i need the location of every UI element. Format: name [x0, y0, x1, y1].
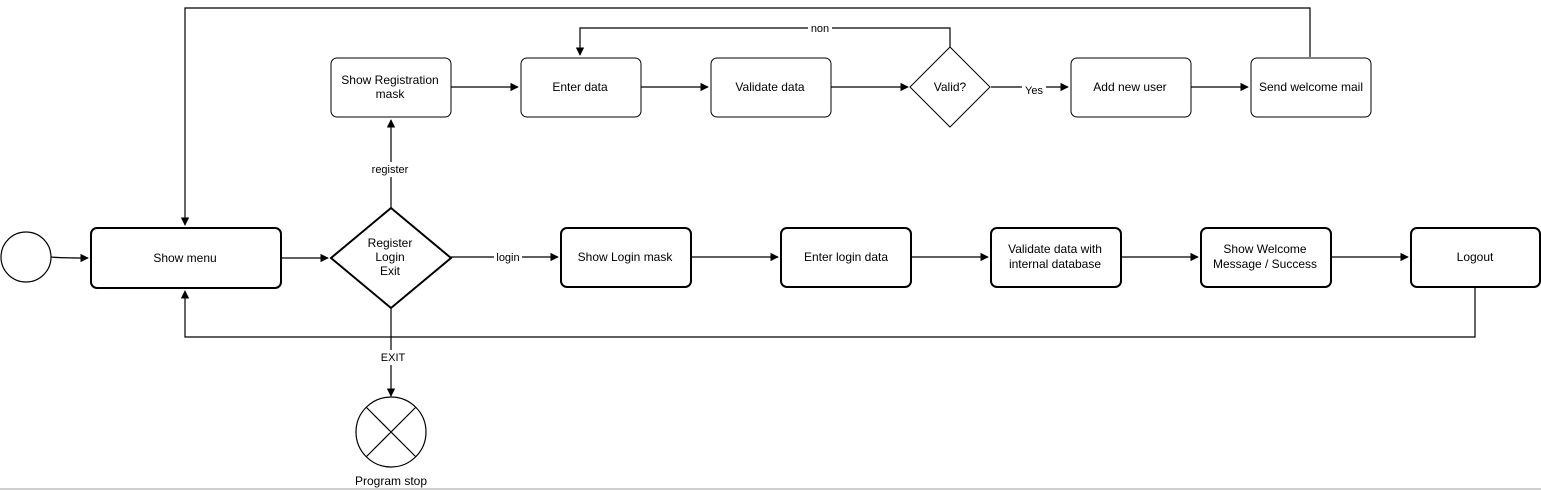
edge-non	[575, 27, 951, 56]
node-menu-choice-label-2: Login	[375, 250, 404, 264]
node-show-welcome-label-2: Message / Success	[1213, 257, 1317, 271]
node-validate-data-label: Validate data	[735, 80, 804, 94]
node-show-menu: Show menu	[90, 227, 282, 289]
node-valid-label: Valid?	[934, 80, 967, 94]
node-validate-db: Validate data with internal database	[990, 227, 1122, 288]
edge-mail-to-menu	[180, 7, 1311, 226]
edge-start-to-menu	[50, 253, 89, 263]
node-enter-login-label: Enter login data	[804, 250, 888, 264]
node-program-stop-label: Program stop	[355, 474, 427, 488]
node-show-welcome-label-1: Show Welcome	[1223, 242, 1306, 256]
node-show-menu-label: Show menu	[153, 251, 216, 265]
edge-label-register: register	[372, 164, 409, 176]
node-enter-login: Enter login data	[780, 227, 912, 288]
node-show-login-label: Show Login mask	[578, 250, 674, 264]
node-validate-db-label-2: internal database	[1009, 257, 1101, 271]
node-valid: Valid?	[909, 46, 991, 128]
node-add-user: Add new user	[1070, 57, 1192, 118]
node-show-welcome: Show Welcome Message / Success	[1200, 227, 1332, 288]
node-validate-data: Validate data	[710, 57, 832, 118]
node-logout: Logout	[1410, 227, 1541, 288]
node-menu-choice-label-3: Exit	[380, 264, 401, 278]
node-enter-data: Enter data	[520, 57, 642, 118]
edges	[50, 7, 1476, 397]
node-validate-db-label-1: Validate data with	[1008, 242, 1102, 256]
edge-label-yes: Yes	[1025, 85, 1043, 97]
node-enter-data-label: Enter data	[552, 80, 608, 94]
node-menu-choice-label-1: Register	[368, 236, 413, 250]
start-node	[0, 231, 52, 283]
edge-labels: register login EXIT Yes non	[368, 21, 1046, 365]
edge-logout-to-menu	[180, 288, 1476, 338]
node-send-mail: Send welcome mail	[1250, 57, 1372, 118]
node-logout-label: Logout	[1457, 250, 1494, 264]
bottom-divider	[0, 488, 1541, 490]
node-show-login: Show Login mask	[560, 227, 692, 288]
node-menu-choice: Register Login Exit	[329, 206, 453, 310]
node-add-user-label: Add new user	[1093, 80, 1166, 94]
node-show-registration-label-2: mask	[376, 87, 406, 101]
node-send-mail-label: Send welcome mail	[1259, 80, 1363, 94]
node-show-registration: Show Registration mask	[330, 57, 452, 118]
edge-label-non: non	[811, 23, 829, 35]
edge-label-exit: EXIT	[381, 352, 406, 364]
node-program-stop: Program stop	[355, 396, 427, 488]
edge-label-login: login	[496, 252, 519, 264]
node-show-registration-label-1: Show Registration	[341, 73, 438, 87]
